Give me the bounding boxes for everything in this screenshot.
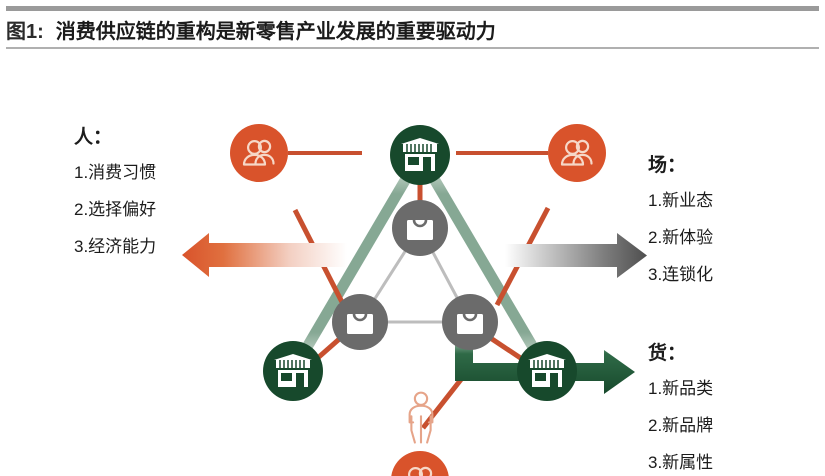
- store-bottom-right[interactable]: [517, 341, 577, 401]
- arrow-elbow-huo: [455, 327, 635, 394]
- figure-header: 图1: 消费供应链的重构是新零售产业发展的重要驱动力: [6, 13, 819, 46]
- ren-item-3: 3.经济能力: [74, 237, 157, 256]
- chang-item-1: 1.新业态: [648, 191, 714, 210]
- header-rule: [6, 47, 819, 49]
- huo-heading: 货：: [648, 343, 687, 364]
- huo-item-2: 2.新品牌: [648, 416, 714, 435]
- text-block-chang: 场： 1.新业态 2.新体验 3.连锁化: [648, 150, 713, 297]
- bag-top[interactable]: [392, 200, 448, 256]
- arrow-left-ren: [182, 233, 347, 277]
- text-block-huo: 货： 1.新品类 2.新品牌 3.新属性: [648, 338, 713, 476]
- chang-item-2: 2.新体验: [648, 228, 714, 247]
- figure-number: 图1:: [6, 21, 44, 43]
- top-rule: [6, 6, 819, 11]
- chang-item-3: 3.连锁化: [648, 265, 714, 284]
- chang-heading: 场：: [648, 155, 687, 176]
- store-top[interactable]: [390, 125, 450, 185]
- triangle-leg-left: [288, 152, 425, 374]
- supply-chain-diagram: [0, 50, 825, 476]
- bag-left[interactable]: [332, 294, 388, 350]
- arrow-right-chang: [505, 233, 647, 278]
- bag-right[interactable]: [442, 294, 498, 350]
- huo-item-3: 3.新属性: [648, 453, 714, 472]
- ren-item-1: 1.消费习惯: [74, 163, 157, 182]
- huo-item-1: 1.新品类: [648, 379, 714, 398]
- users-top-right[interactable]: [548, 124, 606, 182]
- store-bottom-left[interactable]: [263, 341, 323, 401]
- page-title: 消费供应链的重构是新零售产业发展的重要驱动力: [55, 21, 496, 43]
- text-block-ren: 人： 1.消费习惯 2.选择偏好 3.经济能力: [74, 122, 156, 269]
- ren-heading: 人：: [74, 127, 113, 148]
- users-bottom[interactable]: [391, 451, 449, 476]
- users-top-left[interactable]: [230, 124, 288, 182]
- triangle-leg-right: [415, 152, 552, 374]
- ren-item-2: 2.选择偏好: [74, 200, 157, 219]
